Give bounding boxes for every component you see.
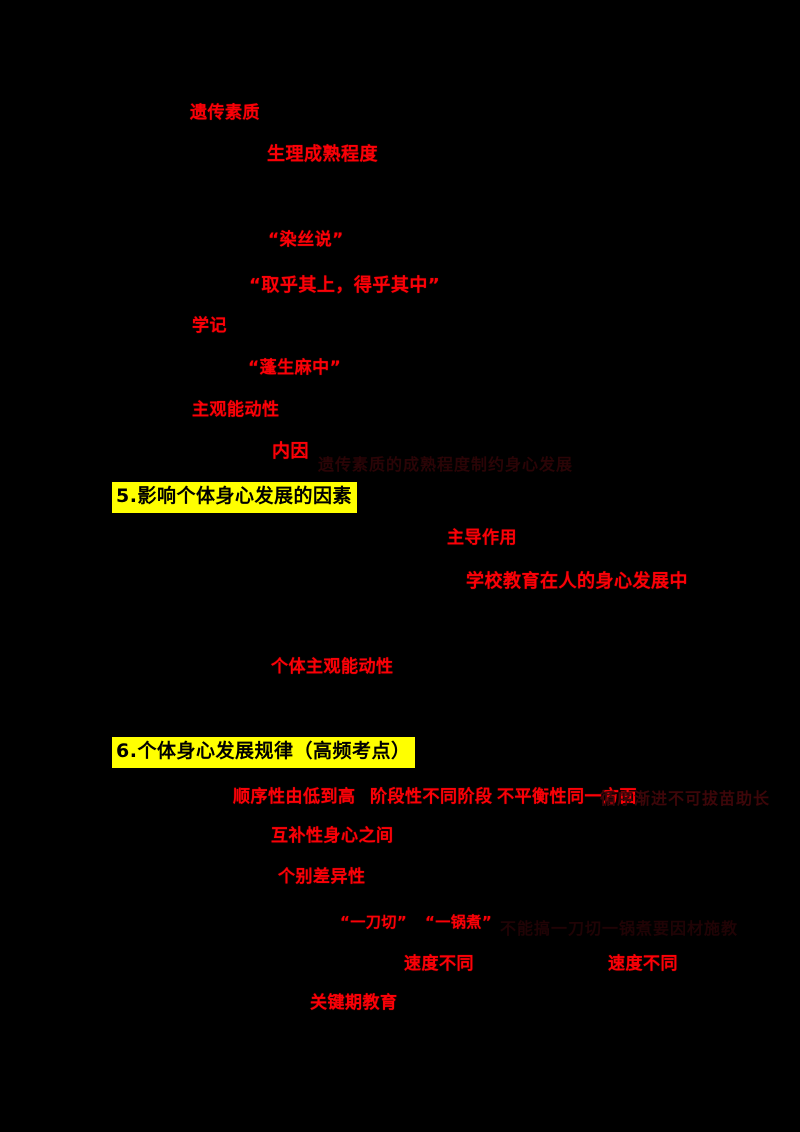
annotation-aim-high-quote: “取乎其上，得乎其中” — [249, 275, 441, 296]
annotation-pengsheng-quote: “蓬生麻中” — [248, 358, 342, 378]
annotation-stage-characteristic: 阶段性不同阶段 — [370, 787, 493, 807]
annotation-individual-initiative: 个体主观能动性 — [271, 657, 394, 677]
annotation-one-cut-quote: “一刀切” — [340, 913, 408, 931]
annotation-complementarity: 互补性身心之间 — [271, 826, 394, 846]
annotation-heredity: 遗传素质 — [190, 103, 260, 123]
annotation-subjective-initiative: 主观能动性 — [192, 400, 280, 420]
annotation-critical-period: 关键期教育 — [310, 993, 398, 1013]
dim-strip-teach-by-aptitude: 不能搞一刀切一锅煮要因材施教 — [500, 919, 739, 938]
annotation-sequentiality: 顺序性由低到高 — [233, 787, 356, 807]
annotation-internal-cause: 内因 — [272, 441, 309, 462]
annotation-speed-differs-right: 速度不同 — [608, 954, 678, 974]
section-heading-6: 6.个体身心发展规律（高频考点） — [112, 737, 416, 768]
annotation-individual-difference: 个别差异性 — [278, 867, 366, 887]
annotation-imbalance: 不平衡性同一方面 — [497, 787, 637, 807]
annotation-one-pot-quote: “一锅煮” — [425, 913, 493, 931]
annotation-leading-role: 主导作用 — [447, 528, 517, 548]
annotation-dye-silk-theory: “染丝说” — [268, 230, 344, 250]
dim-strip-heredity-constraint: 遗传素质的成熟程度制约身心发展 — [318, 455, 574, 474]
dim-strip-step-by-step: 循序渐进不可拔苗助长 — [600, 789, 771, 808]
annotation-physiological-maturity: 生理成熟程度 — [267, 144, 378, 165]
annotation-speed-differs-left: 速度不同 — [404, 954, 474, 974]
annotation-xueji: 学记 — [192, 316, 227, 336]
section-heading-5: 5.影响个体身心发展的因素 — [112, 482, 357, 513]
annotation-school-education-role: 学校教育在人的身心发展中 — [466, 571, 688, 592]
